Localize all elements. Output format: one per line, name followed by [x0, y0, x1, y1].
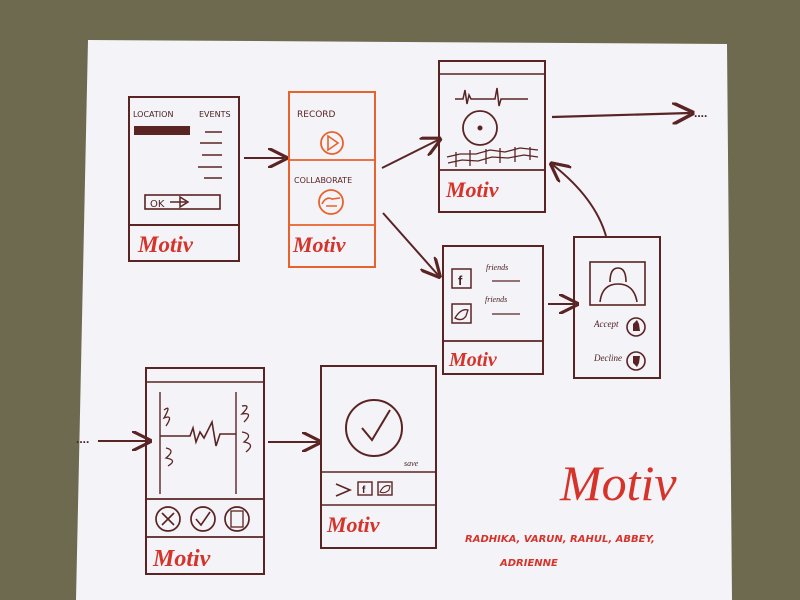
arrow-5-to-3	[553, 165, 607, 237]
share-icon[interactable]	[224, 506, 250, 532]
screen-review: .... Motiv	[76, 367, 265, 575]
screen-recording: Motiv	[438, 60, 546, 213]
right-scribble	[240, 405, 252, 453]
accept-label: Accept	[593, 319, 619, 329]
facebook-glyph: f	[458, 273, 463, 288]
checkmark-icon	[361, 409, 391, 442]
screen-saved: save f Motiv	[320, 365, 437, 549]
review-waveform	[160, 419, 236, 447]
arrow-3-continue	[551, 113, 690, 117]
credits-line-2: ADRIENNE	[499, 558, 558, 569]
friends-label-2: friends	[485, 295, 507, 304]
decline-label: Decline	[593, 353, 622, 363]
share-facebook-glyph: f	[362, 485, 366, 496]
save-label: save	[404, 459, 419, 468]
person-photo	[589, 261, 646, 306]
screen-accept-decline: Accept Decline	[573, 236, 661, 379]
thumbs-down-icon[interactable]	[626, 351, 646, 371]
play-arrow-icon	[170, 195, 190, 209]
share-facebook-icon[interactable]	[357, 481, 373, 496]
screen2-logo: Motiv	[292, 232, 346, 257]
share-arrow-icon[interactable]	[335, 483, 353, 497]
thumbs-up-icon[interactable]	[626, 317, 646, 337]
credits-line-1: RADHIKA, VARUN, RAHUL, ABBEY,	[465, 534, 655, 545]
events-list	[198, 131, 222, 179]
screen-record-collaborate: RECORD COLLABORATE Motiv	[288, 91, 376, 268]
location-input[interactable]	[134, 126, 190, 135]
paper-sheet	[76, 40, 732, 600]
screen-location-events: LOCATION EVENTS OK Motiv	[128, 96, 240, 262]
screen-friends: f friends friends Motiv	[442, 245, 544, 375]
track-grid	[446, 147, 539, 167]
person-icon	[599, 267, 638, 303]
collaborate-button[interactable]	[318, 189, 344, 215]
record-play-button[interactable]	[320, 131, 344, 155]
record-button-icon[interactable]	[462, 110, 498, 146]
screen4-logo: Motiv	[448, 349, 498, 371]
hand-icon	[321, 197, 341, 207]
waveform	[455, 87, 528, 107]
facebook-icon[interactable]	[451, 268, 472, 289]
left-scribble	[162, 407, 174, 467]
approve-icon[interactable]	[190, 506, 216, 532]
location-label: LOCATION	[133, 110, 173, 119]
screen7-logo: Motiv	[326, 512, 380, 537]
ok-button[interactable]	[144, 194, 221, 210]
continuation-dots-right: ....	[694, 106, 707, 120]
friends-label-1: friends	[486, 263, 508, 272]
arrow-2-to-4	[382, 212, 438, 275]
twitter-icon[interactable]	[451, 303, 472, 324]
brand-logo: Motiv	[559, 455, 677, 511]
screen1-logo: Motiv	[137, 232, 194, 257]
play-icon	[327, 134, 340, 152]
screen3-logo: Motiv	[445, 177, 499, 202]
collaborate-label: COLLABORATE	[294, 176, 352, 185]
ok-button-label: OK	[150, 199, 165, 210]
checkmark-circle	[345, 399, 403, 457]
arrow-2-to-3	[381, 140, 438, 169]
reject-icon[interactable]	[155, 506, 181, 532]
events-label: EVENTS	[199, 110, 231, 119]
share-twitter-icon[interactable]	[377, 481, 393, 496]
screen6-logo: Motiv	[152, 546, 211, 572]
record-label: RECORD	[297, 110, 336, 120]
continuation-dots-left: ....	[76, 432, 89, 446]
